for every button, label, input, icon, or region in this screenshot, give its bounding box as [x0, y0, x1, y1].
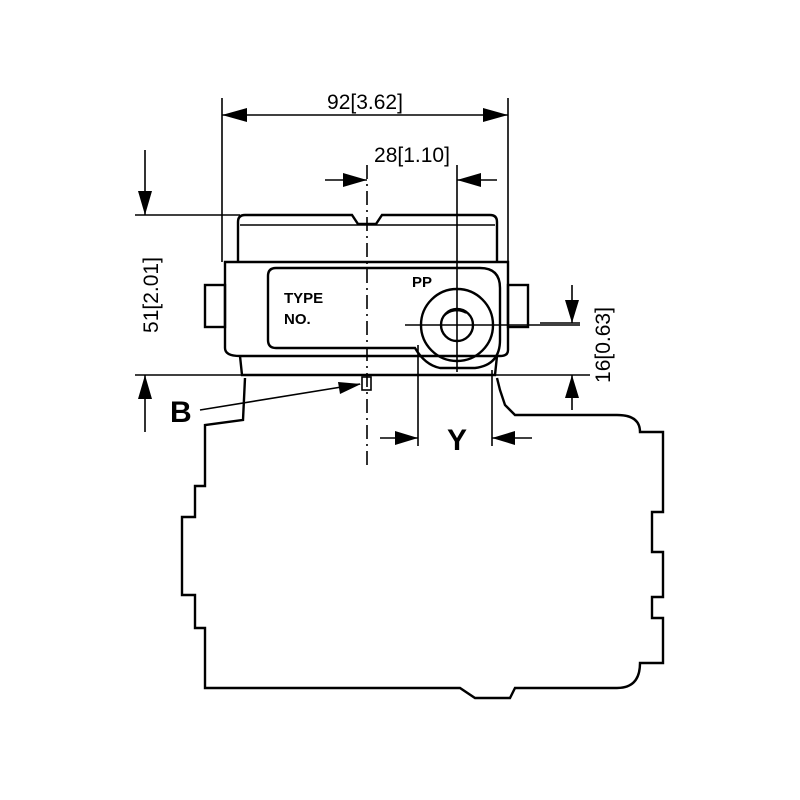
b-callout: B	[170, 376, 372, 429]
base-body	[180, 377, 665, 700]
type-label: TYPE	[284, 290, 323, 307]
dim-offset: 28[1.10]	[325, 144, 497, 187]
dim-y: Y	[380, 345, 532, 457]
left-nub	[203, 283, 227, 329]
dim-height-text: 51[2.01]	[140, 257, 163, 333]
dim-port-height: 16[0.63]	[540, 285, 615, 410]
right-nub	[506, 283, 530, 329]
dim-offset-text: 28[1.10]	[374, 144, 450, 167]
b-label: B	[170, 396, 192, 429]
label-plate	[266, 266, 502, 370]
dim-port-height-text: 16[0.63]	[592, 307, 615, 383]
dim-overall-width-text: 92[3.62]	[327, 91, 403, 114]
y-label: Y	[447, 424, 467, 457]
dim-height: 51[2.01]	[135, 150, 590, 432]
port-label: PP	[412, 274, 432, 291]
no-label: NO.	[284, 311, 311, 328]
dim-overall-width: 92[3.62]	[221, 91, 509, 262]
